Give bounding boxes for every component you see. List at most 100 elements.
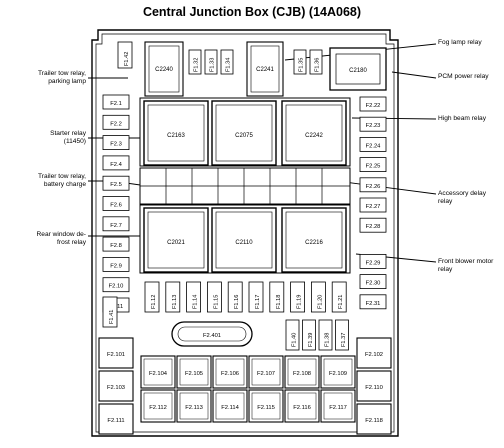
fuse-f2-30[interactable] (359, 274, 387, 290)
fuse-f1-36[interactable] (309, 49, 323, 75)
relay-c2163[interactable] (143, 100, 209, 166)
fuse-f2-118[interactable] (356, 403, 392, 435)
relay-c2242-inner (285, 104, 343, 162)
fuse-f2-9[interactable] (102, 256, 130, 272)
fuse-f2-5[interactable] (102, 175, 130, 191)
fuse-label: F1.36 (315, 58, 321, 72)
relay-c2110[interactable] (211, 207, 277, 273)
fuse-label: F2.27 (366, 204, 381, 210)
callout-line-1: Accessory delay (438, 190, 487, 197)
relay-label: C2163 (167, 133, 185, 139)
fuse-label: F2.110 (365, 385, 383, 391)
fuse-f2-23[interactable] (359, 116, 387, 132)
fuse-f1-39[interactable] (302, 319, 316, 351)
fuse-label: F2.22 (366, 103, 381, 109)
fuse-label: F2.115 (257, 405, 275, 411)
fuse-label: F2.26 (366, 184, 381, 190)
relay-c2021[interactable] (143, 207, 209, 273)
relay-c2241[interactable] (246, 41, 284, 97)
fuse-f1-18[interactable] (269, 281, 285, 313)
fuse-f1-34[interactable] (220, 49, 234, 75)
fuse-f1-15[interactable] (206, 281, 222, 313)
fuse-f2-111[interactable] (98, 403, 134, 435)
fuse-label: F2.4 (110, 162, 122, 168)
fuse-inner (323, 358, 353, 386)
fuse-f1-14[interactable] (186, 281, 202, 313)
fuse-f1-17[interactable] (248, 281, 264, 313)
fuse-f2-27[interactable] (359, 197, 387, 213)
relay-c2216[interactable] (281, 207, 347, 273)
fuse-f2-24[interactable] (359, 136, 387, 152)
fuse-f2-4[interactable] (102, 155, 130, 171)
fuse-f2-31[interactable] (359, 294, 387, 310)
fuse-f1-33[interactable] (204, 49, 218, 75)
fuse-f1-37[interactable] (335, 319, 349, 351)
fuse-f2-25[interactable] (359, 157, 387, 173)
fuse-f2-103[interactable] (98, 370, 134, 402)
relay-label: C2242 (305, 133, 323, 139)
relay-label: C2180 (349, 68, 367, 74)
fuse-f2-6[interactable] (102, 196, 130, 211)
fuse-f2-110[interactable] (356, 370, 392, 402)
fuse-f2-26[interactable] (359, 177, 387, 193)
fuse-f1-38[interactable] (318, 319, 333, 351)
fuse-f2-3[interactable] (102, 135, 130, 151)
fuse-f2-101[interactable] (98, 337, 134, 369)
fuse-f2-8[interactable] (102, 236, 130, 252)
fuse-label: F2.5 (110, 182, 122, 188)
fuse-label: F1.16 (234, 295, 240, 309)
relay-c2241-inner (250, 45, 280, 93)
fuse-f1-42[interactable] (117, 41, 133, 69)
fuse-label: F2.31 (366, 301, 381, 307)
fuse-f2-1[interactable] (102, 94, 130, 110)
fuse-f1-41[interactable] (102, 296, 118, 328)
fuse-f2-28[interactable] (359, 217, 387, 233)
fuse-f2-7[interactable] (102, 216, 130, 232)
fuse-label: F2.108 (293, 371, 311, 377)
fuse-f2-401-inner (177, 326, 247, 342)
relay-c2110-inner (215, 211, 273, 269)
fuse-f1-20[interactable] (310, 281, 326, 313)
fuse-inner (323, 392, 353, 420)
fuse-f1-35[interactable] (293, 49, 307, 75)
relay-c2240-inner (148, 45, 180, 93)
callout-line-1: Front blower motor (438, 258, 494, 265)
relay-c2180[interactable] (329, 47, 387, 91)
relay-c2075[interactable] (211, 100, 277, 166)
fuse-label: F1.35 (299, 58, 305, 72)
fuse-f1-12[interactable] (144, 281, 160, 313)
fuse-f1-13[interactable] (165, 281, 181, 313)
fuse-f1-16[interactable] (227, 281, 243, 313)
fuse-f1-19[interactable] (290, 281, 306, 313)
callout-line-1: Fog lamp relay (438, 39, 482, 46)
top-row: F1.42 C2240 F1.32 F1.33 F1.34 C2241 F1.3… (117, 41, 387, 97)
fuse-f2-29[interactable] (359, 253, 387, 269)
relay-c2240[interactable] (144, 41, 184, 97)
fuse-label: F1.18 (276, 295, 282, 309)
fuse-label: F2.109 (329, 371, 347, 377)
diagram-title: Central Junction Box (CJB) (14A068) (142, 5, 362, 19)
fuse-label: F2.101 (107, 352, 125, 358)
fuse-label: F2.112 (149, 405, 167, 411)
fuse-f1-40[interactable] (285, 319, 300, 351)
fuse-label: F1.17 (255, 295, 261, 309)
fuse-f2-22[interactable] (359, 96, 387, 112)
leader-pcm-power (391, 71, 437, 79)
fuse-f2-401[interactable] (171, 321, 253, 347)
fuse-label: F2.107 (257, 371, 275, 377)
fuse-f1-21[interactable] (331, 281, 347, 313)
fuse-f1-32[interactable] (188, 49, 202, 75)
fuse-f2-10[interactable] (102, 277, 130, 293)
fuse-label: F2.117 (329, 405, 347, 411)
fuse-inner (215, 392, 245, 420)
fuse-label: F2.2 (110, 121, 122, 127)
fuse-label: F2.118 (365, 418, 383, 424)
fuse-f2-2[interactable] (102, 114, 130, 130)
fuse-f2-102[interactable] (356, 337, 392, 369)
relay-c2242[interactable] (281, 100, 347, 166)
fuse-label: F1.21 (338, 295, 344, 309)
